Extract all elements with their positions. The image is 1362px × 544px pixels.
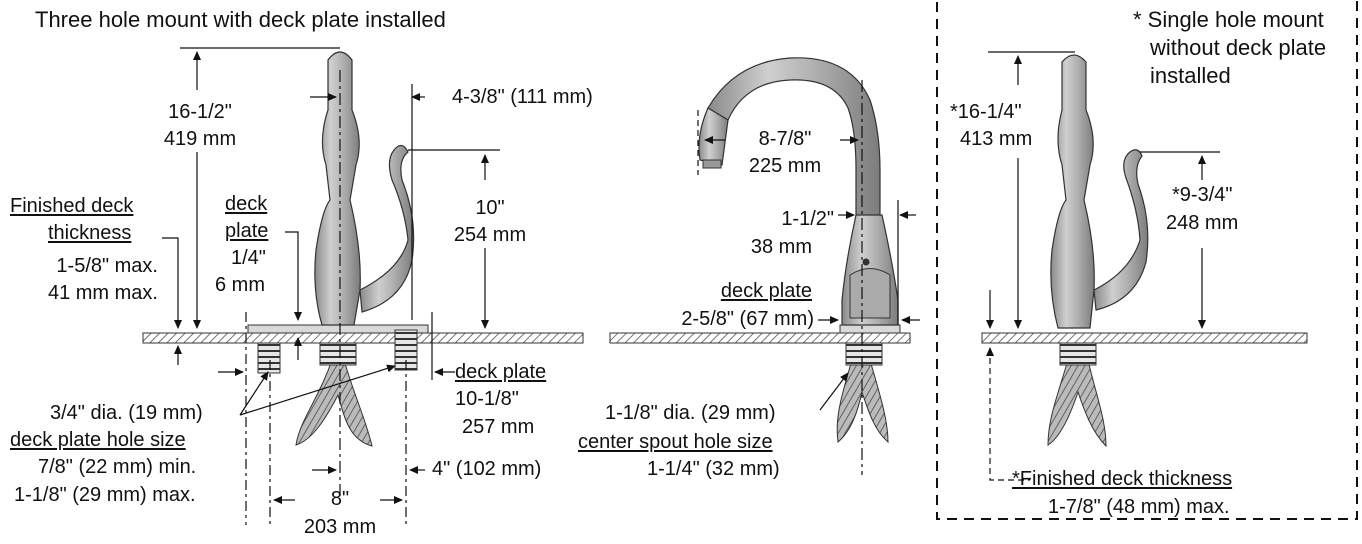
handle-height-metric: 254 mm [453, 224, 527, 246]
overall-height-metric: 419 mm [163, 128, 237, 150]
reach-imperial: 8-7/8" [758, 128, 812, 150]
deck-plate-thickness-label-2: plate [225, 220, 269, 242]
three-hole-view [142, 47, 584, 525]
finished-deck-max-imperial: 1-5/8" max. [56, 255, 158, 277]
deck-plate-thickness-imperial: 1/4" [231, 247, 266, 269]
deck-slab [609, 332, 911, 344]
single-hole-note-1: * Single hole mount [1133, 7, 1324, 32]
spout-offset-label: 4-3/8" (111 mm) [452, 86, 593, 108]
faucet-handle [359, 144, 415, 313]
reach-metric: 225 mm [748, 155, 822, 177]
deck-plate-length-label: deck plate [455, 361, 547, 383]
single-finished-deck-label: *Finished deck thickness [1012, 468, 1233, 490]
dashed-frame [936, 0, 1358, 520]
finished-deck-label-2: thickness [48, 222, 132, 244]
side-deck-plate-label: deck plate [720, 280, 812, 302]
base-width-metric: 38 mm [750, 236, 812, 258]
spout-hole-label: center spout hole size [578, 431, 773, 453]
single-hole-note-2: without deck plate [1150, 35, 1327, 60]
hole-offset-label: 4" (102 mm) [432, 458, 542, 480]
single-handle-height-imperial: *9-3/4" [1172, 184, 1233, 206]
hole-size-min: 7/8" (22 mm) min. [38, 456, 197, 478]
center-shank [1059, 342, 1097, 366]
single-overall-height-imperial: *16-1/4" [950, 101, 1022, 123]
hole-spacing-metric: 203 mm [303, 516, 377, 538]
side-view [609, 57, 920, 475]
finished-deck-max-metric: 41 mm max. [47, 282, 158, 304]
base-width-imperial: 1-1/2" [781, 208, 834, 230]
single-hole-view [936, 0, 1358, 520]
supply-hose [836, 359, 889, 444]
three-hole-title: Three hole mount with deck plate install… [35, 7, 446, 32]
side-deck-plate-value: 2-5/8" (67 mm) [681, 308, 814, 330]
deck-slab [981, 332, 1308, 344]
hole-spacing-imperial: 8" [330, 488, 350, 510]
single-finished-deck-value: 1-7/8" (48 mm) max. [1048, 496, 1230, 518]
deck-plate-thickness-label: deck [225, 193, 268, 215]
center-shank [319, 342, 357, 366]
center-shank [845, 342, 883, 366]
dim-hole-size-leader [239, 364, 396, 416]
faucet-body [1050, 54, 1095, 329]
faucet-handle [1093, 149, 1149, 311]
finished-deck-label: Finished deck [10, 195, 134, 217]
deck-plate-thickness-metric: 6 mm [215, 274, 265, 296]
deck-plate [839, 324, 901, 334]
single-handle-height-metric: 248 mm [1166, 212, 1239, 234]
hole-dia-label: 3/4" dia. (19 mm) [50, 402, 203, 424]
hole-size-max: 1-1/8" (29 mm) max. [14, 484, 196, 506]
deck-plate-length-metric: 257 mm [462, 416, 535, 438]
gooseneck-spout [707, 57, 881, 221]
dim-spout-hole-leader [819, 372, 849, 411]
dim-finished-deck [986, 347, 1030, 481]
supply-hose [1047, 359, 1107, 448]
deck-plate-length-imperial: 10-1/8" [455, 388, 519, 410]
spout-hole-dia: 1-1/8" dia. (29 mm) [605, 402, 776, 424]
hole-size-label: deck plate hole size [10, 429, 186, 451]
single-hole-note-3: installed [1150, 63, 1231, 88]
handle-height-imperial: 10" [475, 197, 505, 219]
spout-hole-value: 1-1/4" (32 mm) [647, 458, 780, 480]
faucet-body [314, 51, 361, 326]
deck-slab [142, 332, 584, 344]
single-overall-height-metric: 413 mm [960, 128, 1033, 150]
handle-shank [257, 342, 281, 374]
supply-hose [295, 359, 373, 447]
overall-height-imperial: 16-1/2" [168, 101, 232, 123]
